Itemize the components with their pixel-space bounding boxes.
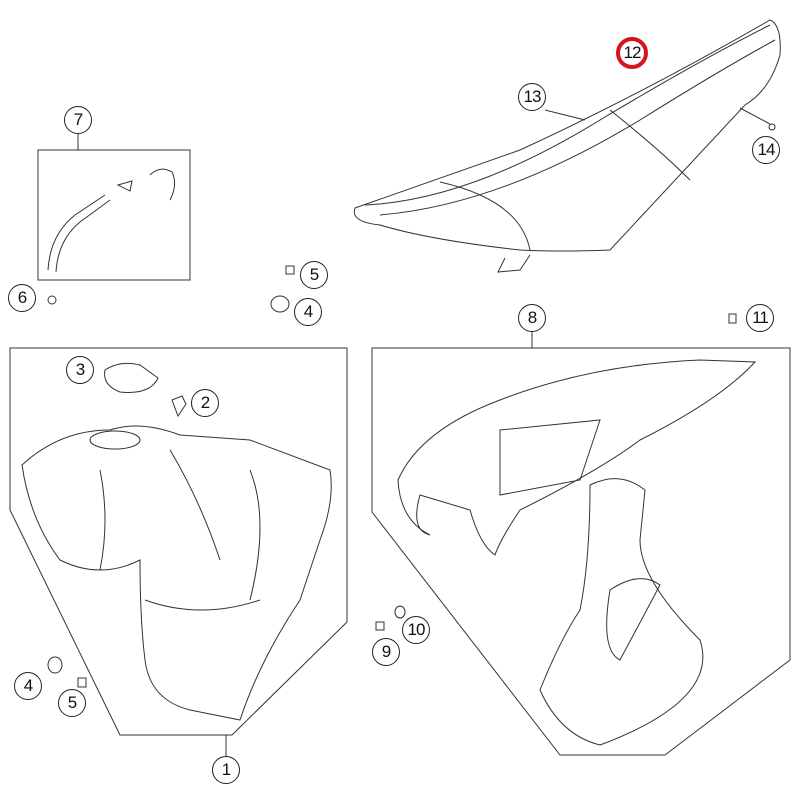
callout-7[interactable]: 7 [64,106,92,134]
side-panel-part [375,313,757,746]
callout-14[interactable]: 14 [752,136,780,164]
hose-kit-box [37,149,191,281]
callout-8[interactable]: 8 [518,304,546,332]
seat-part [353,19,781,273]
side-panel-box [371,347,791,756]
hose-part [47,168,295,313]
callout-1[interactable]: 1 [212,756,240,784]
callout-4[interactable]: 4 [294,298,322,326]
callout-5[interactable]: 5 [58,689,86,717]
callout-2[interactable]: 2 [191,389,219,417]
callout-4[interactable]: 4 [14,672,42,700]
callout-5[interactable]: 5 [300,261,328,289]
fuel-tank-box [9,347,348,736]
callout-3[interactable]: 3 [66,356,94,384]
callout-13[interactable]: 13 [518,83,546,111]
callout-10[interactable]: 10 [402,616,430,644]
callout-12-highlighted[interactable]: 12 [616,37,648,69]
callout-6[interactable]: 6 [8,284,36,312]
fuel-tank-part [21,362,332,721]
callout-11[interactable]: 11 [746,304,774,332]
callout-9[interactable]: 9 [372,638,400,666]
